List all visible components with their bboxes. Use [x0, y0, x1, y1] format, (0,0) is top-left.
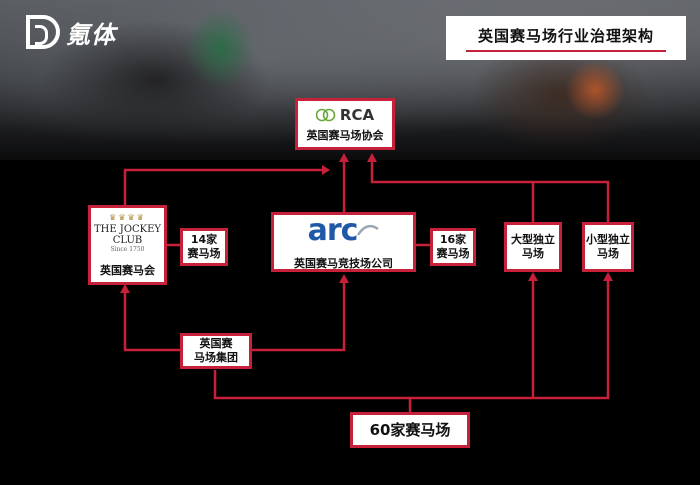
- rca-logo: RCA: [316, 106, 374, 124]
- arrow-group-arc: [339, 274, 349, 283]
- node-arc: arc 英国赛马竞技场公司: [271, 212, 416, 272]
- connector-group-arc: [252, 280, 344, 350]
- large-independent-label: 大型独立 马场: [511, 233, 555, 261]
- node-racecourse-group: 英国赛 马场集团: [180, 333, 252, 369]
- node-jockey-club-count: 14家 赛马场: [180, 228, 228, 266]
- all-racecourses-label: 60家赛马场: [370, 423, 451, 438]
- node-rca: RCA 英国赛马场协会: [295, 98, 395, 150]
- arrow-60-small: [603, 272, 613, 281]
- connector-jockeyclub-rca: [125, 170, 322, 205]
- node-arc-count: 16家 赛马场: [430, 228, 476, 266]
- node-all-racecourses: 60家赛马场: [350, 412, 470, 448]
- jockey-club-logo-name: THE JOCKEY CLUB: [91, 224, 164, 246]
- arrow-jockeyclub-rca: [322, 165, 330, 175]
- jockey-club-count-label: 14家 赛马场: [188, 233, 221, 261]
- node-jockey-club: ♛♛♛♛ THE JOCKEY CLUB Since 1750 英国赛马会: [88, 205, 167, 285]
- jockey-club-crest-icon: ♛♛♛♛: [109, 213, 146, 222]
- racecourse-group-label: 英国赛 马场集团: [194, 337, 238, 365]
- arrow-60-large: [528, 272, 538, 281]
- arc-label: 英国赛马竞技场公司: [294, 256, 393, 271]
- arc-logo: arc: [308, 213, 380, 248]
- rca-label: 英国赛马场协会: [307, 128, 384, 143]
- arrow-group-jockeyclub: [120, 284, 130, 293]
- small-independent-label: 小型独立 马场: [586, 233, 630, 261]
- jockey-club-label: 英国赛马会: [100, 263, 155, 278]
- arrow-independents-rca: [367, 153, 377, 162]
- rca-leaf-icon: [316, 107, 336, 123]
- arc-logo-text: arc: [308, 213, 358, 248]
- arrow-arc-rca: [339, 153, 349, 162]
- jockey-club-logo-since: Since 1750: [111, 246, 145, 253]
- arc-swoosh-icon: [357, 223, 379, 239]
- node-small-independent: 小型独立 马场: [582, 222, 634, 272]
- node-large-independent: 大型独立 马场: [504, 222, 562, 272]
- rca-logo-text: RCA: [340, 106, 374, 124]
- connector-group-jockeyclub: [125, 290, 180, 350]
- connector-60-base: [215, 278, 608, 398]
- arc-count-label: 16家 赛马场: [437, 233, 470, 261]
